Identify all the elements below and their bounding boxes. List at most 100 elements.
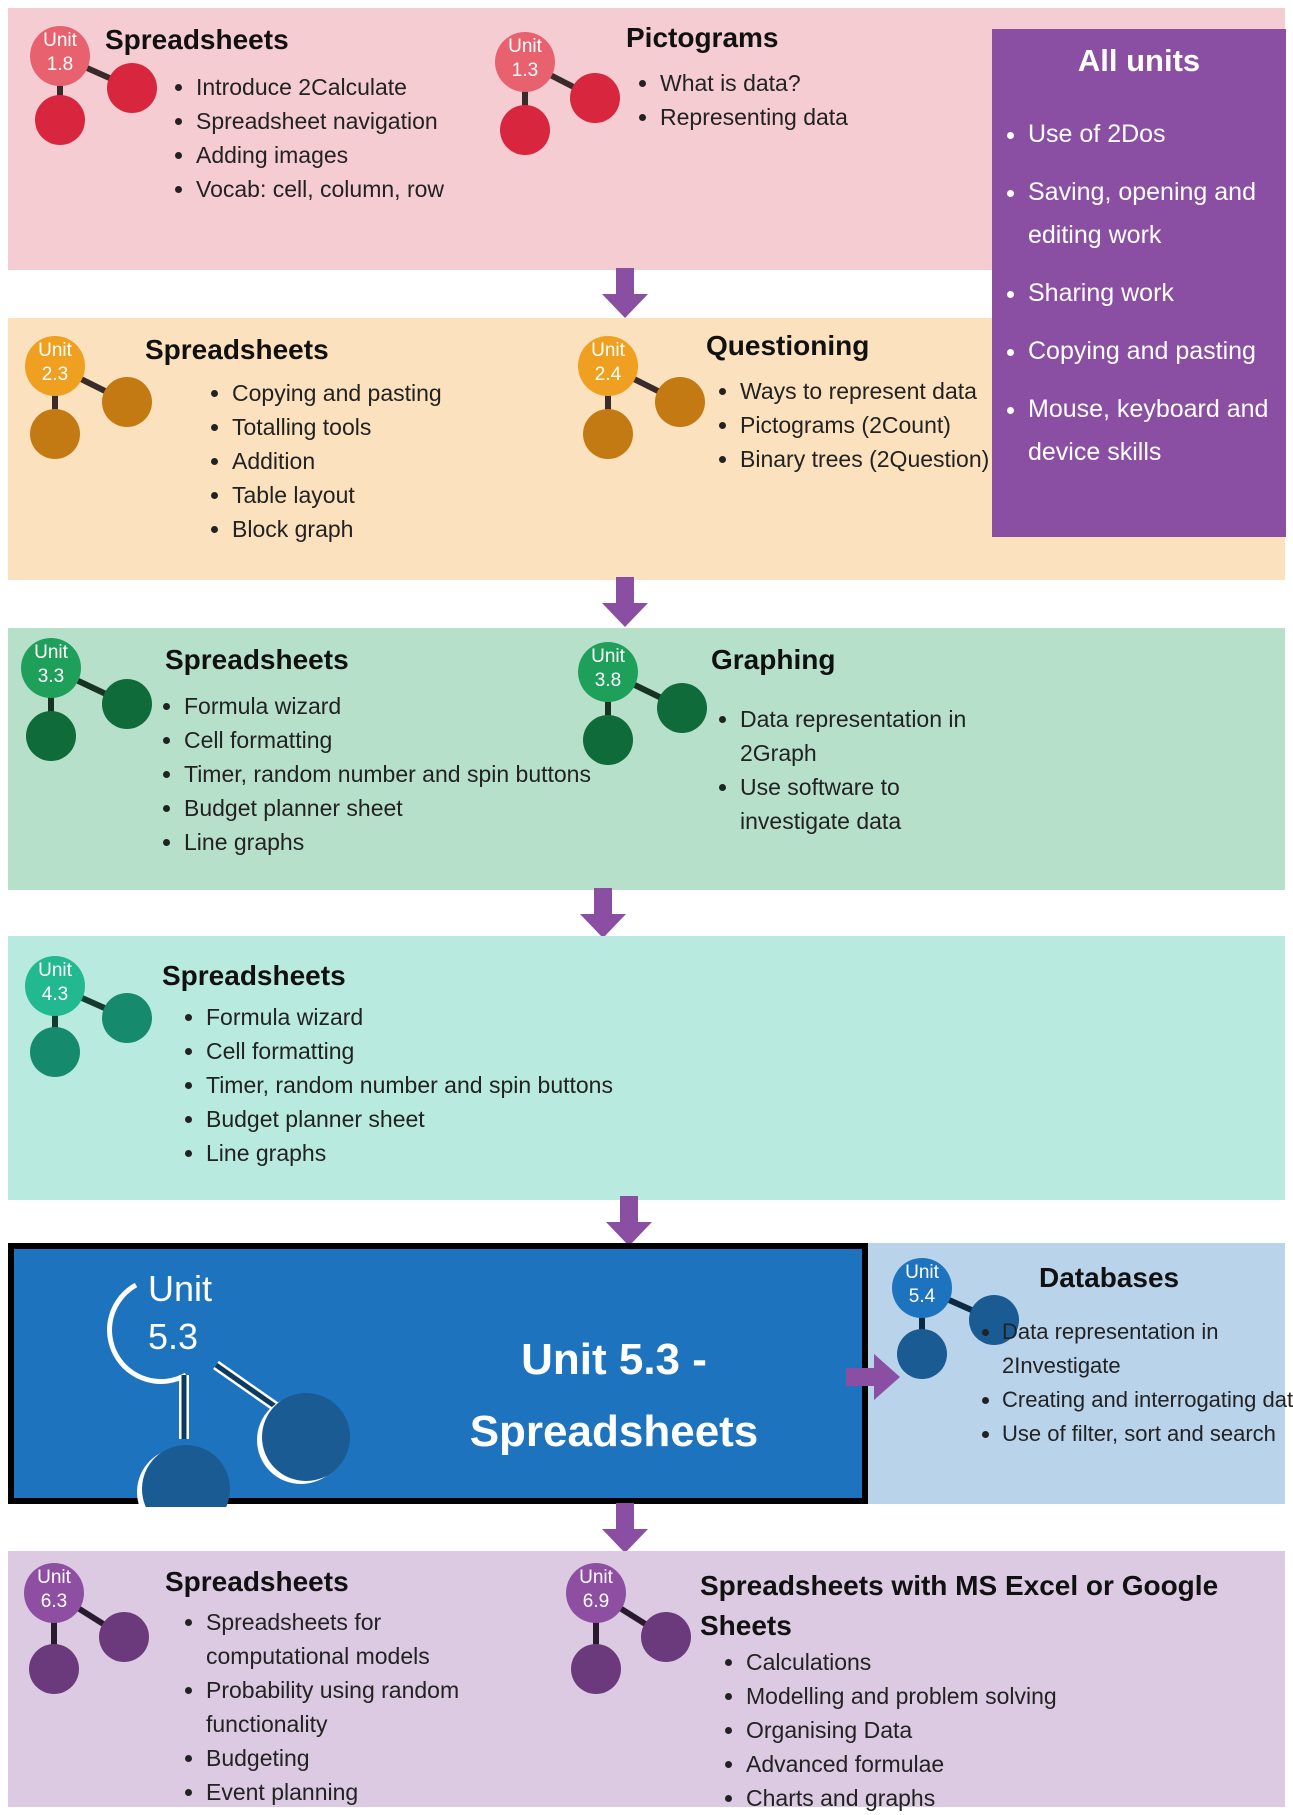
unit-2-3-badge: Unit 2.3 xyxy=(17,326,157,471)
unit-number: 4.3 xyxy=(42,984,68,1005)
unit-word: Unit xyxy=(591,340,626,361)
unit-word: Unit xyxy=(591,646,626,667)
molecule-icon: Unit 2.3 xyxy=(25,336,152,459)
list-item: Event planning xyxy=(206,1775,506,1809)
list-item: Organising Data xyxy=(746,1713,1266,1747)
down-arrow-icon xyxy=(604,1196,654,1253)
unit-number: 5.4 xyxy=(909,1286,936,1307)
list-item: Ways to represent data xyxy=(740,374,990,408)
list-item: What is data? xyxy=(660,66,848,100)
list-item: Copying and pasting xyxy=(1028,330,1278,373)
list-item: Formula wizard xyxy=(184,689,704,723)
bullet-list: Data representation in 2Graph Use softwa… xyxy=(714,702,980,838)
list-item: Copying and pasting xyxy=(232,376,442,410)
list-item: Spreadsheets for computational models xyxy=(206,1605,506,1673)
unit-number: 3.3 xyxy=(38,666,64,687)
list-item: Modelling and problem solving xyxy=(746,1679,1266,1713)
focus-unit-panel: Unit 5.3 Unit 5.3 - Spreadsheets xyxy=(8,1243,868,1507)
list-item: Saving, opening and editing work xyxy=(1028,171,1278,257)
year4-band xyxy=(8,936,1285,1200)
list-item: Pictograms (2Count) xyxy=(740,408,990,442)
unit-word: Unit xyxy=(34,642,69,663)
list-item: Use of filter, sort and search xyxy=(1002,1417,1293,1451)
list-item: Spreadsheet navigation xyxy=(196,104,444,138)
list-item: Probability using random functionality xyxy=(206,1673,506,1741)
list-item: Addition xyxy=(232,444,442,478)
bullet-list: Spreadsheets for computational models Pr… xyxy=(180,1605,506,1809)
unit-number: 2.3 xyxy=(42,364,68,385)
molecule-icon: Unit 1.8 xyxy=(30,26,157,145)
unit-title: Databases xyxy=(1039,1262,1180,1293)
down-arrow-icon xyxy=(600,577,650,634)
unit-word: Unit xyxy=(579,1567,614,1588)
molecule-icon: Unit 5.3 xyxy=(107,1268,350,1507)
unit-6-9-badge: Unit 6.9 xyxy=(558,1553,698,1698)
unit-title: Spreadsheets xyxy=(145,334,329,365)
list-item: Charts and graphs xyxy=(746,1781,1266,1815)
unit-word: Unit xyxy=(38,340,73,361)
unit-title: Spreadsheets xyxy=(162,960,346,991)
list-item: Adding images xyxy=(196,138,444,172)
list-item: Data representation in 2Graph xyxy=(740,702,980,770)
unit-word: Unit xyxy=(38,960,73,981)
molecule-icon: Unit 4.3 xyxy=(25,956,152,1077)
bullet-list: Copying and pasting Totalling tools Addi… xyxy=(206,376,442,546)
molecule-icon: Unit 6.3 xyxy=(24,1563,149,1694)
bullet-list: Data representation in 2Investigate Crea… xyxy=(976,1315,1293,1451)
unit-word: Unit xyxy=(148,1268,212,1309)
right-arrow-icon xyxy=(846,1352,902,1407)
unit-title: Graphing xyxy=(711,644,836,675)
molecule-icon: Unit 6.9 xyxy=(566,1563,691,1694)
focus-title-line2: Spreadsheets xyxy=(469,1407,759,1456)
all-units-list: Use of 2Dos Saving, opening and editing … xyxy=(1004,113,1278,489)
unit-title: Pictograms xyxy=(626,22,779,53)
list-item: Vocab: cell, column, row xyxy=(196,172,444,206)
list-item: Advanced formulae xyxy=(746,1747,1266,1781)
down-arrow-icon xyxy=(600,1503,650,1560)
list-item: Sharing work xyxy=(1028,272,1278,315)
molecule-icon: Unit 1.3 xyxy=(495,32,620,155)
all-units-panel: All units Use of 2Dos Saving, opening an… xyxy=(992,29,1286,537)
list-item: Timer, random number and spin buttons xyxy=(184,757,704,791)
molecule-icon: Unit 3.3 xyxy=(21,638,152,761)
bullet-list: Formula wizard Cell formatting Timer, ra… xyxy=(180,1000,726,1170)
unit-title: Spreadsheets xyxy=(165,1566,349,1597)
focus-title: Unit 5.3 - Spreadsheets xyxy=(434,1324,794,1468)
unit-title: Spreadsheets xyxy=(105,24,289,55)
bullet-list: Introduce 2Calculate Spreadsheet navigat… xyxy=(170,70,444,206)
unit-title: Spreadsheets xyxy=(165,644,349,675)
list-item: Table layout xyxy=(232,478,442,512)
unit-4-3-badge: Unit 4.3 xyxy=(17,946,157,1091)
list-item: Budgeting xyxy=(206,1741,506,1775)
list-item: Block graph xyxy=(232,512,442,546)
year3-band xyxy=(8,628,1285,890)
bullet-list: Ways to represent data Pictograms (2Coun… xyxy=(714,374,990,476)
unit-number: 2.4 xyxy=(595,364,622,385)
list-item: Cell formatting xyxy=(206,1034,726,1068)
list-item: Introduce 2Calculate xyxy=(196,70,444,104)
unit-title: Spreadsheets with MS Excel or Google She… xyxy=(700,1570,1219,1641)
unit-word: Unit xyxy=(905,1262,940,1283)
unit-1-8-badge: Unit 1.8 xyxy=(22,16,162,161)
unit-title: Questioning xyxy=(706,330,870,361)
focus-title-line1: Unit 5.3 - xyxy=(521,1335,707,1384)
list-item: Totalling tools xyxy=(232,410,442,444)
list-item: Calculations xyxy=(746,1645,1266,1679)
list-item: Line graphs xyxy=(184,825,704,859)
unit-word: Unit xyxy=(43,30,78,51)
unit-word: Unit xyxy=(508,36,543,57)
list-item: Mouse, keyboard and device skills xyxy=(1028,388,1278,474)
unit-number: 6.9 xyxy=(583,1591,609,1612)
down-arrow-icon xyxy=(578,888,628,945)
unit-number: 6.3 xyxy=(41,1591,67,1612)
list-item: Creating and interrogating data xyxy=(1002,1383,1293,1417)
unit-number: 5.3 xyxy=(148,1316,198,1357)
list-item: Representing data xyxy=(660,100,848,134)
year6-band xyxy=(8,1551,1285,1807)
list-item: Budget planner sheet xyxy=(206,1102,726,1136)
molecule-icon: Unit 2.4 xyxy=(578,336,705,459)
unit-3-3-badge: Unit 3.3 xyxy=(13,628,153,773)
list-item: Timer, random number and spin buttons xyxy=(206,1068,726,1102)
unit-number: 3.8 xyxy=(595,670,621,691)
top-cropped-title-strip xyxy=(0,0,1293,8)
